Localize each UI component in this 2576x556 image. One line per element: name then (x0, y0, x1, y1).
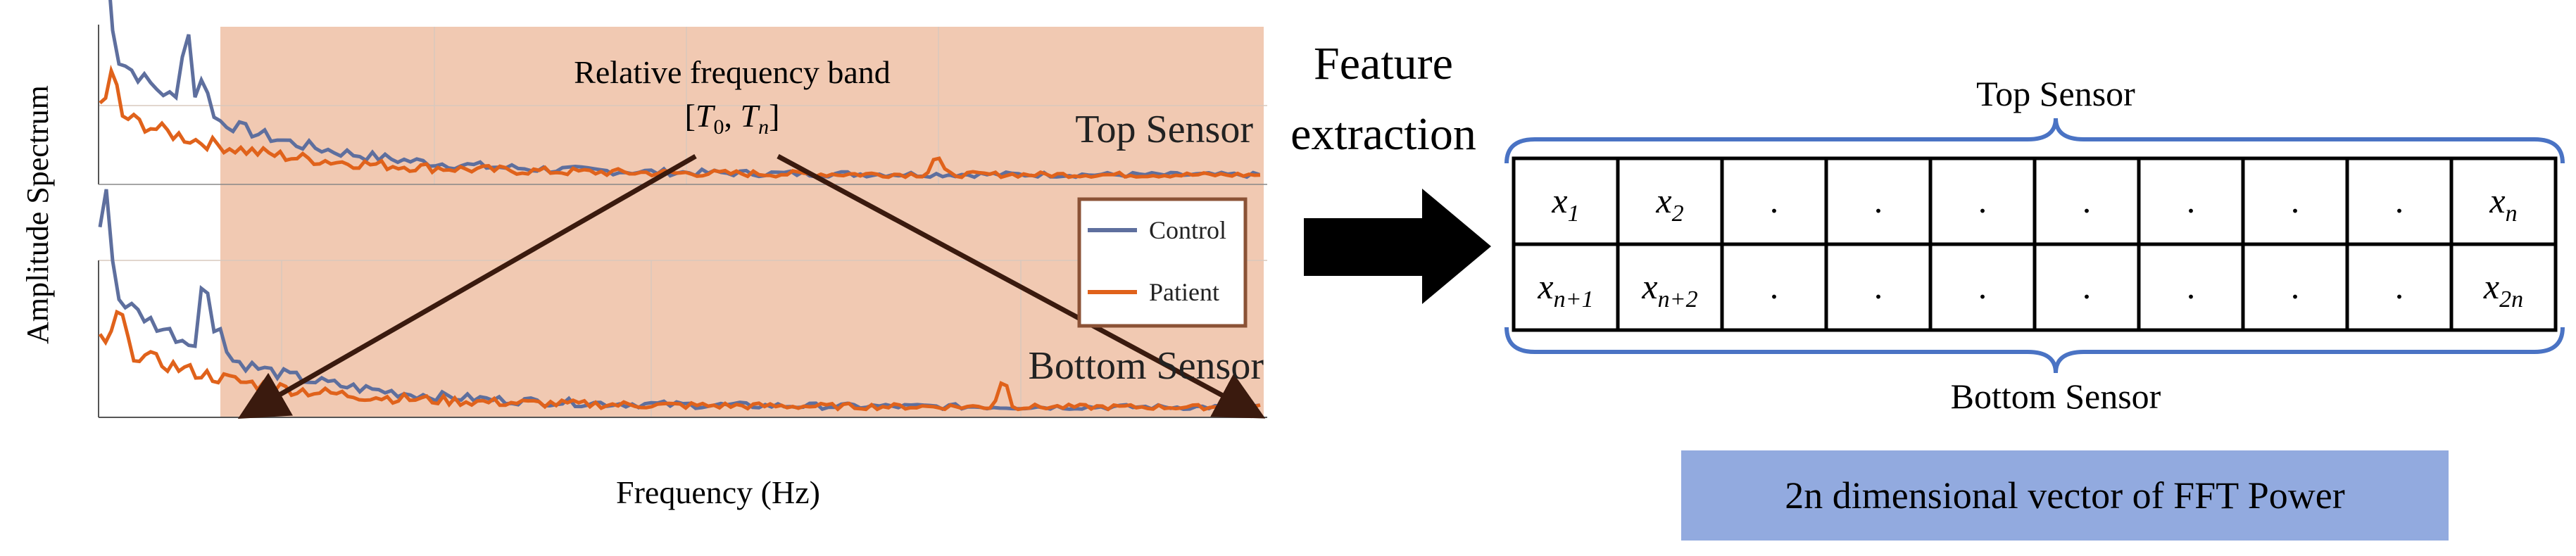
vector-cell (2241, 156, 2349, 246)
vector-cell-label: xn+1 (1537, 267, 1593, 312)
bottom-patient-spectrum-line (98, 309, 1261, 412)
x-axis-label: Frequency (Hz) (616, 474, 820, 510)
legend: Control Patient (1077, 197, 1248, 328)
feature-extraction-line1: Feature (1314, 38, 1453, 89)
band-left-arrow (237, 153, 697, 419)
vector-cell (2032, 242, 2141, 332)
vector-cell-label: . (2187, 267, 2196, 306)
feature-extraction-line2: extraction (1290, 108, 1476, 160)
plot-area: Control Patient Relative frequency band … (20, 0, 1267, 510)
vector-cell-label: . (1770, 267, 1779, 306)
caption-box (1681, 450, 2449, 541)
vector-cell (2137, 156, 2245, 246)
vector-cell-label: x1 (1551, 181, 1579, 227)
vector-cell-label: . (2082, 181, 2092, 220)
vector-cell (2449, 156, 2558, 246)
vector-cell-label: . (1874, 181, 1883, 220)
bottom-brace-icon (1504, 327, 2565, 374)
vector-cell (2449, 242, 2558, 332)
vector-cell (1720, 156, 1828, 246)
vector-cell (1928, 242, 2037, 332)
vector-cell-label: xn+2 (1641, 267, 1697, 312)
big-right-arrow-icon (1304, 189, 1491, 304)
top-sensor-label: Top Sensor (1075, 108, 1253, 151)
vector-cell-label: x2n (2483, 267, 2523, 312)
band-range: [T0, Tn] (685, 98, 780, 139)
vector-cell-label: . (2082, 267, 2092, 306)
vector-cell-label: xn (2489, 181, 2517, 227)
vector-cell-label: . (2395, 181, 2404, 220)
vector-cell-label: . (1978, 267, 1987, 306)
top-brace-icon (1504, 118, 2565, 164)
vector-cell (1824, 156, 1933, 246)
vector-cell-label: . (2187, 181, 2196, 220)
vector-cell (1720, 242, 1828, 332)
vector-caption: 2n dimensional vector of FFT Power (1785, 474, 2344, 517)
vector-cell-label: x2 (1655, 181, 1683, 227)
vector-top-sensor-label: Top Sensor (1976, 74, 2135, 113)
vector-cell-label: . (1978, 181, 1987, 220)
vector-bottom-sensor-label: Bottom Sensor (1951, 377, 2161, 416)
vector-cell-label: . (2291, 267, 2300, 306)
top-patient-spectrum-line (99, 64, 1261, 179)
vector-cell (1824, 242, 1933, 332)
vector-cell (1616, 156, 1724, 246)
legend-control-label: Control (1149, 216, 1226, 244)
feature-extraction-arrow: Feature extraction (1290, 38, 1491, 304)
bottom-sensor-label: Bottom Sensor (1029, 344, 1264, 388)
vector-cell-label: . (2291, 181, 2300, 220)
band-title: Relative frequency band (574, 54, 891, 90)
legend-patient-label: Patient (1149, 278, 1219, 306)
y-axis-label: Amplitude Spectrum (20, 85, 55, 344)
vector-grid: x1 x2....... xn xn+1 xn+2....... x2n (1512, 156, 2558, 332)
vector-cell (1512, 242, 1620, 332)
band-right-arrow (777, 153, 1266, 419)
vector-cell-label: . (1874, 267, 1883, 306)
vector-cell (2137, 242, 2245, 332)
vector-cell-label: . (2395, 267, 2404, 306)
vector-cell-label: . (1770, 181, 1779, 220)
